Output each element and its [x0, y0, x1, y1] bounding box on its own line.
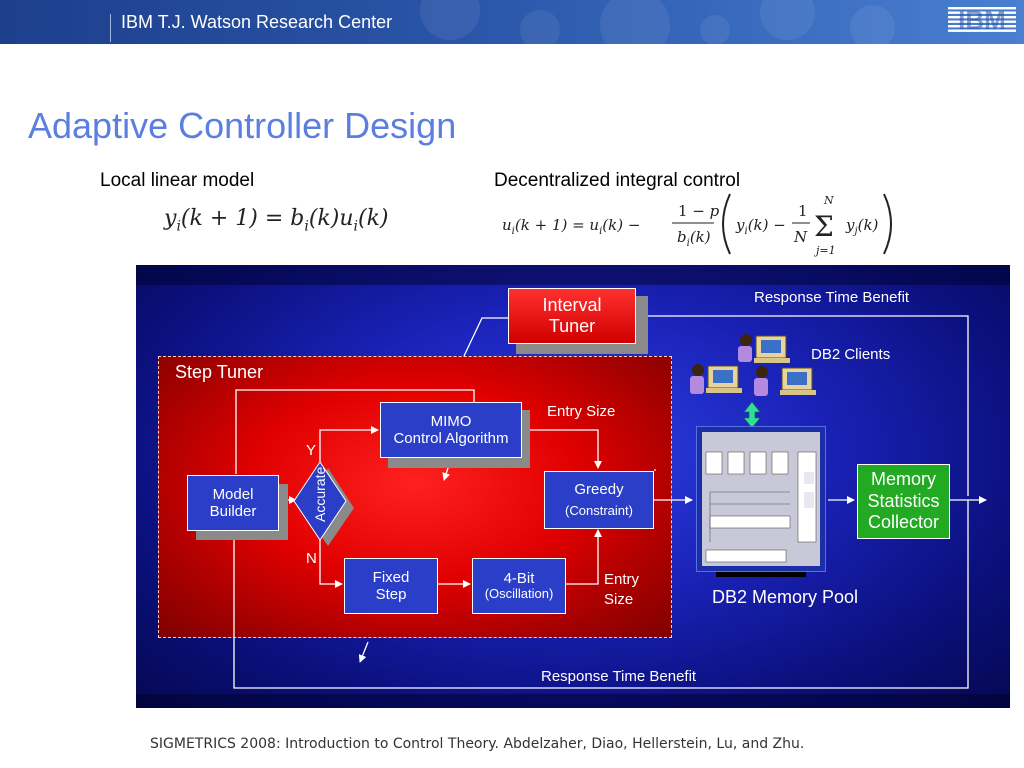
svg-text:IBM: IBM — [958, 5, 1006, 35]
model-builder-box: Model Builder — [187, 475, 279, 531]
svg-text:Σ: Σ — [814, 210, 834, 243]
svg-text:j=1: j=1 — [813, 244, 836, 257]
svg-text:1 − p: 1 − p — [678, 202, 720, 220]
ibm-logo-icon: IBM — [948, 5, 1016, 35]
db2-clients-icon — [690, 334, 816, 396]
memory-pool-base — [716, 572, 806, 577]
memory-statistics-collector-box: Memory Statistics Collector — [857, 464, 950, 539]
response-time-top-label: Response Time Benefit — [754, 289, 910, 306]
step-tuner-label: Step Tuner — [175, 362, 264, 382]
svg-text:N: N — [823, 194, 834, 207]
footer-citation: SIGMETRICS 2008: Introduction to Control… — [150, 736, 805, 752]
entry-size-bottom-label: Entry Size — [604, 571, 640, 608]
slide-title: Adaptive Controller Design — [28, 105, 457, 146]
interval-tuner-box: Interval Tuner — [508, 288, 636, 344]
header-divider — [110, 14, 111, 42]
accurate-decision-diamond — [293, 461, 354, 546]
svg-text:yj(k): yj(k) — [845, 216, 879, 237]
buffer-pool-icon — [705, 451, 817, 563]
fixed-step-box: Fixed Step — [344, 558, 438, 614]
response-time-bottom-label: Response Time Benefit — [541, 668, 697, 685]
local-model-label: Local linear model — [100, 170, 255, 191]
svg-text:N: N — [793, 228, 808, 246]
org-name: IBM T.J. Watson Research Center — [121, 12, 393, 32]
yes-label: Y — [306, 442, 317, 459]
local-model-equation: yi(k + 1) = bi(k)ui(k) — [164, 206, 389, 235]
integral-control-equation: ui(k + 1) = ui(k) − 1 − p bi(k) yi(k) − … — [502, 193, 892, 257]
svg-text:bi(k): bi(k) — [677, 228, 711, 249]
mimo-control-box: MIMO Control Algorithm — [380, 402, 522, 458]
header-bar: IBM T.J. Watson Research Center IBM — [0, 0, 1024, 44]
greedy-box: Greedy (Constraint) — [544, 471, 654, 529]
svg-text:1: 1 — [798, 202, 808, 220]
svg-text:yi(k) −: yi(k) − — [735, 216, 786, 237]
integral-control-label: Decentralized integral control — [494, 170, 741, 191]
no-label: N — [306, 550, 317, 567]
db2-clients-label: DB2 Clients — [811, 346, 891, 363]
four-bit-box: 4-Bit (Oscillation) — [472, 558, 566, 614]
accurate-label: Accurate — [312, 466, 328, 522]
memory-pool-label: DB2 Memory Pool — [712, 587, 859, 607]
svg-text:ui(k + 1) = ui(k) −: ui(k + 1) = ui(k) − — [502, 216, 640, 237]
entry-size-top-label: Entry Size — [547, 403, 616, 420]
